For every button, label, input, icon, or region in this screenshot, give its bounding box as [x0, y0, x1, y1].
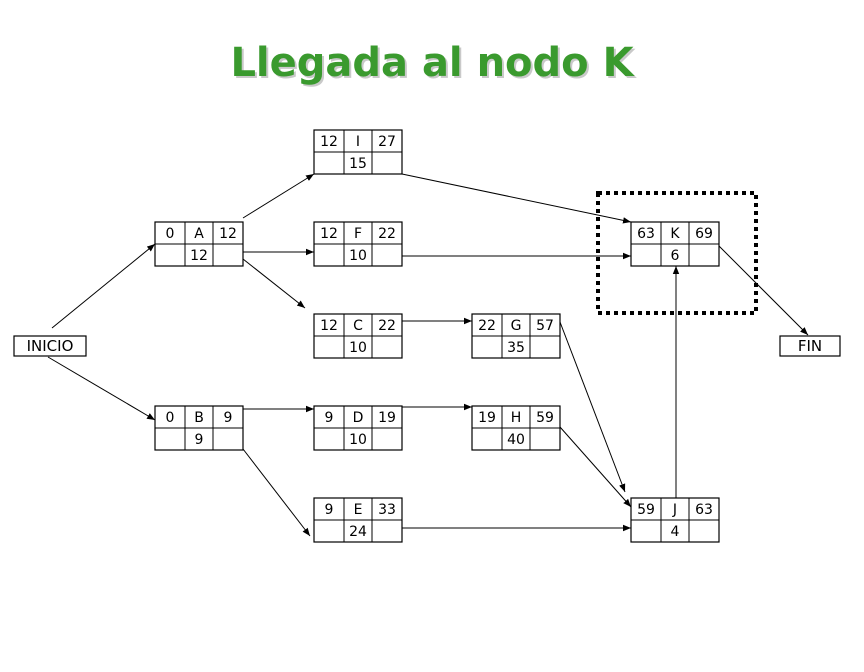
edge-k-fin — [718, 245, 809, 336]
node-d-ef: 19 — [378, 410, 396, 426]
node-e-name: E — [354, 502, 363, 518]
node-f: 12 F 22 10 — [313, 221, 403, 267]
start-node-label: INICIO — [27, 337, 74, 355]
end-node: FIN — [779, 335, 841, 357]
node-c: 12 C 22 10 — [313, 313, 403, 359]
node-k-ef: 69 — [695, 226, 713, 242]
highlight — [596, 191, 758, 315]
node-d-duration: 10 — [349, 432, 367, 448]
edges — [47, 173, 809, 537]
node-j-name: J — [672, 502, 677, 518]
page-title: Llegada al nodo K — [230, 40, 634, 86]
node-f-es: 12 — [320, 226, 338, 242]
node-k-name: K — [670, 226, 680, 242]
start-node: INICIO — [13, 335, 87, 357]
node-j-ef: 63 — [695, 502, 713, 518]
node-e: 9 E 33 24 — [313, 497, 403, 543]
node-d-name: D — [353, 410, 364, 426]
node-g: 22 G 57 35 — [471, 313, 561, 359]
end-node-label: FIN — [798, 337, 822, 355]
node-d-es: 9 — [325, 410, 334, 426]
node-e-es: 9 — [325, 502, 334, 518]
node-a-es: 0 — [166, 226, 175, 242]
highlight-box — [596, 191, 758, 315]
node-g-ef: 57 — [536, 318, 554, 334]
edge-a-i — [242, 173, 315, 219]
edge-inicio-b — [47, 356, 156, 421]
edge-b-e — [242, 448, 311, 537]
node-c-es: 12 — [320, 318, 338, 334]
node-a-duration: 12 — [190, 248, 208, 264]
node-j: 59 J 63 4 — [630, 497, 720, 543]
node-e-ef: 33 — [378, 502, 396, 518]
node-i: 12 I 27 15 — [313, 129, 403, 175]
edge-i-k — [401, 173, 632, 224]
node-g-name: G — [511, 318, 522, 334]
node-g-duration: 35 — [507, 340, 525, 356]
edge-h-j — [559, 426, 632, 508]
node-e-duration: 24 — [349, 524, 367, 540]
edge-inicio-a — [51, 243, 156, 329]
node-i-ef: 27 — [378, 134, 396, 150]
node-f-duration: 10 — [349, 248, 367, 264]
node-b-ef: 9 — [224, 410, 233, 426]
node-f-ef: 22 — [378, 226, 396, 242]
node-b-es: 0 — [166, 410, 175, 426]
node-b-duration: 9 — [195, 432, 204, 448]
node-k-duration: 6 — [671, 248, 680, 264]
node-i-name: I — [356, 134, 360, 150]
edge-g-j — [559, 321, 626, 493]
node-c-ef: 22 — [378, 318, 396, 334]
node-d: 9 D 19 10 — [313, 405, 403, 451]
node-f-name: F — [354, 226, 362, 242]
node-c-duration: 10 — [349, 340, 367, 356]
node-b: 0 B 9 9 — [154, 405, 244, 451]
node-c-name: C — [353, 318, 363, 334]
node-a-name: A — [194, 226, 204, 242]
node-j-es: 59 — [637, 502, 655, 518]
node-h-name: H — [511, 410, 522, 426]
edge-a-c — [242, 258, 306, 309]
node-h-ef: 59 — [536, 410, 554, 426]
node-a-ef: 12 — [219, 226, 237, 242]
node-b-name: B — [194, 410, 204, 426]
node-a: 0 A 12 12 — [154, 221, 244, 267]
node-k: 63 K 69 6 — [630, 221, 720, 267]
node-h-es: 19 — [478, 410, 496, 426]
node-h: 19 H 59 40 — [471, 405, 561, 451]
node-h-duration: 40 — [507, 432, 525, 448]
node-j-duration: 4 — [671, 524, 680, 540]
node-i-duration: 15 — [349, 156, 367, 172]
node-k-es: 63 — [637, 226, 655, 242]
node-g-es: 22 — [478, 318, 496, 334]
node-i-es: 12 — [320, 134, 338, 150]
